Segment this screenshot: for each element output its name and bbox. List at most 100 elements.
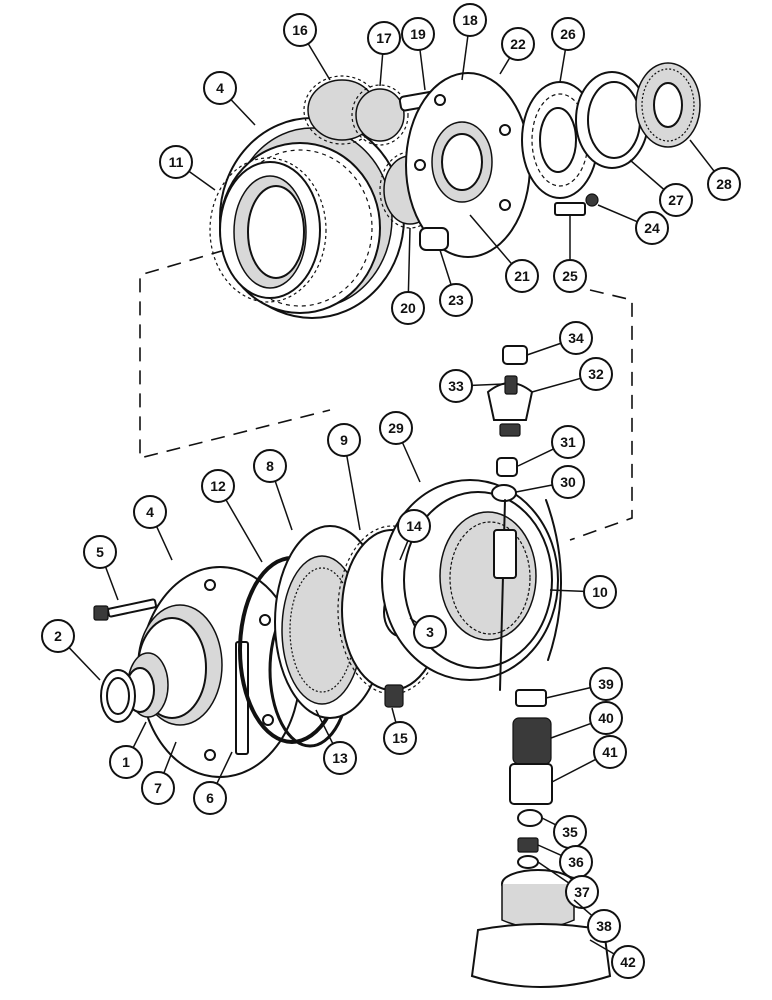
top-carrier-plate-22 xyxy=(405,72,531,258)
callout-number: 24 xyxy=(644,220,660,236)
callout-9: 9 xyxy=(327,423,361,531)
top-pin-23 xyxy=(419,227,449,251)
callout-20: 20 xyxy=(391,227,425,325)
ball-35 xyxy=(517,809,543,827)
callout-number: 31 xyxy=(560,434,576,450)
callout-circle xyxy=(589,667,623,701)
callout-number: 35 xyxy=(562,824,578,840)
nut-36 xyxy=(517,837,539,853)
callout-number: 41 xyxy=(602,744,618,760)
callout-leader-line xyxy=(526,342,562,356)
callout-leader-line xyxy=(551,758,597,783)
callout-circle xyxy=(253,449,287,483)
callout-leader-line xyxy=(629,159,665,191)
callout-leader-line xyxy=(471,383,505,387)
top-ring-gear-housing xyxy=(219,117,405,319)
callout-circle xyxy=(401,17,435,51)
callout-circle xyxy=(391,291,425,325)
callout-number: 9 xyxy=(340,432,348,448)
callout-circle xyxy=(283,13,317,47)
callout-number: 23 xyxy=(448,292,464,308)
callout-number: 37 xyxy=(574,884,590,900)
callout-circle xyxy=(453,3,487,37)
callout-number: 16 xyxy=(292,22,308,38)
callout-circle xyxy=(559,321,593,355)
callout-1: 1 xyxy=(109,721,147,779)
callout-circle xyxy=(41,619,75,653)
callout-leader-line xyxy=(469,214,513,265)
callout-3: 3 xyxy=(409,615,447,649)
callout-34: 34 xyxy=(526,321,593,356)
callout-leader-line xyxy=(315,709,334,745)
stud-33 xyxy=(504,375,518,395)
callout-leader-line xyxy=(559,49,567,83)
callout-30: 30 xyxy=(515,465,585,499)
callout-leader-line xyxy=(689,139,715,172)
callout-number: 2 xyxy=(54,628,62,644)
collar-39 xyxy=(515,689,547,707)
callout-circle xyxy=(323,741,357,775)
callout-14: 14 xyxy=(397,509,431,561)
callout-18: 18 xyxy=(453,3,487,81)
callout-number: 20 xyxy=(400,300,416,316)
callout-39: 39 xyxy=(545,667,623,701)
callout-leader-line xyxy=(499,57,511,75)
callout-number: 14 xyxy=(406,518,422,534)
bottom-seal-2 xyxy=(100,669,136,723)
callout-number: 1 xyxy=(122,754,130,770)
callout-number: 7 xyxy=(154,780,162,796)
callout-5: 5 xyxy=(83,535,119,601)
callout-28: 28 xyxy=(689,139,741,201)
callout-11: 11 xyxy=(159,145,216,191)
callout-leader-line xyxy=(68,647,101,681)
callout-circle xyxy=(159,145,193,179)
callout-26: 26 xyxy=(551,17,585,83)
callout-number: 34 xyxy=(568,330,584,346)
callout-circle xyxy=(141,771,175,805)
top-gear-17 xyxy=(351,84,409,146)
callout-circle xyxy=(579,357,613,391)
callout-13: 13 xyxy=(315,709,357,775)
callout-number: 32 xyxy=(588,366,604,382)
callout-circle xyxy=(551,17,585,51)
callout-23: 23 xyxy=(439,249,473,317)
callout-21: 21 xyxy=(469,214,539,293)
washer-30 xyxy=(491,484,517,502)
callout-38: 38 xyxy=(573,899,621,943)
callout-circle xyxy=(587,909,621,943)
nut-34 xyxy=(502,345,528,365)
callout-circle xyxy=(367,21,401,55)
assembly-group-outline xyxy=(139,249,633,541)
callout-leader-line xyxy=(346,455,361,531)
callout-33: 33 xyxy=(439,369,505,403)
callout-29: 29 xyxy=(379,411,421,483)
callout-40: 40 xyxy=(550,701,623,739)
callout-41: 41 xyxy=(551,735,627,783)
callout-16: 16 xyxy=(283,13,331,81)
top-ring-gear-11 xyxy=(209,157,327,303)
callout-leader-line xyxy=(274,480,293,531)
callout-4-bottom: 4 xyxy=(133,495,173,561)
callout-number: 4 xyxy=(146,504,154,520)
callout-circle xyxy=(203,71,237,105)
callout-42: 42 xyxy=(589,939,645,979)
callout-number: 6 xyxy=(206,790,214,806)
callout-leader-line xyxy=(537,844,562,857)
callout-circle xyxy=(551,465,585,499)
callout-circle xyxy=(439,369,473,403)
callout-leader-line xyxy=(573,899,593,917)
callout-circle xyxy=(505,259,539,293)
callout-circle xyxy=(413,615,447,649)
callout-19: 19 xyxy=(401,17,435,91)
callout-leader-line xyxy=(531,377,581,393)
callout-35: 35 xyxy=(541,815,587,849)
callout-leader-line xyxy=(307,43,331,81)
callout-circle xyxy=(635,211,669,245)
callout-10: 10 xyxy=(549,575,617,609)
callout-number: 27 xyxy=(668,192,684,208)
callout-leader-line xyxy=(104,566,119,601)
callout-number: 40 xyxy=(598,710,614,726)
